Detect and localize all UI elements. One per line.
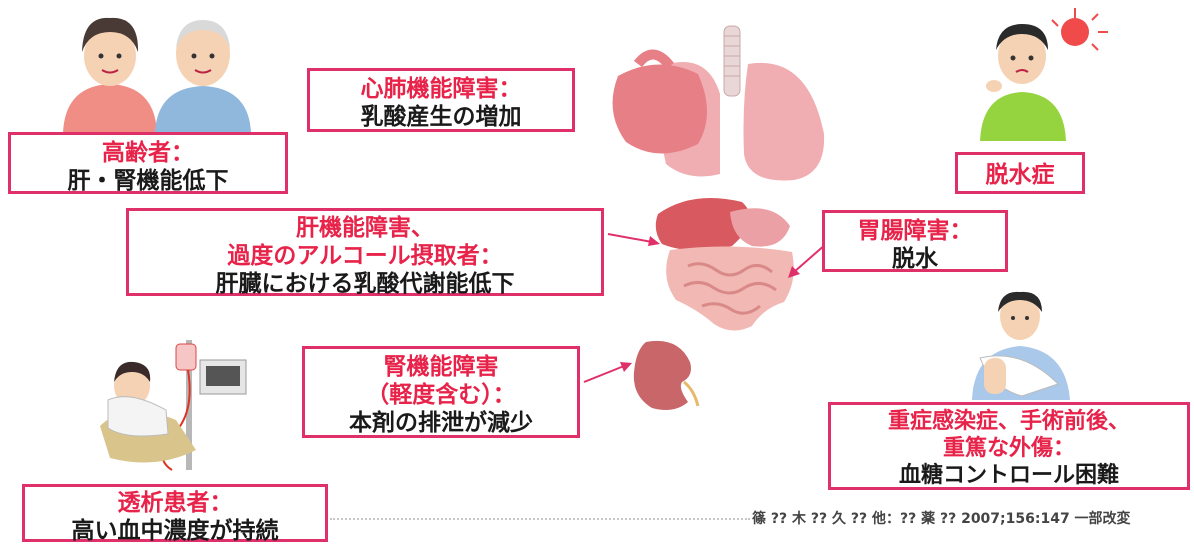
critical-body: 血糖コントロール困難	[898, 462, 1119, 488]
dialysis-title: 透析患者：	[117, 490, 233, 516]
liver-box: 肝機能障害、 過度のアルコール摂取者： 肝臓における乳酸代謝能低下	[126, 208, 604, 298]
kidney-illustration	[633, 340, 700, 410]
elderly-couple-illustration	[63, 17, 251, 133]
source-citation: 篠 ?? 木 ?? 久 ?? 他：?? 薬 ?? 2007;156:147 一部…	[752, 511, 1131, 527]
kidney-box: 腎機能障害 （軽度含む）： 本剤の排泄が減少	[302, 346, 580, 438]
dehydration-title: 脱水症	[985, 162, 1055, 188]
cardio-body: 乳酸産生の増加	[360, 104, 522, 131]
kidney-arrow	[583, 362, 632, 383]
elderly-body: 肝・腎機能低下	[67, 168, 229, 195]
dialysis-body: 高い血中濃度が持続	[71, 518, 279, 545]
dehydration-boy-illustration	[980, 8, 1108, 141]
cardio-title: 心肺機能障害：	[360, 76, 522, 102]
dehydration-box: 脱水症	[955, 152, 1085, 194]
gastro-body: 脱水	[892, 246, 938, 273]
kidney-title-line2: （軽度含む）：	[366, 382, 516, 409]
injured-patient-illustration	[972, 291, 1070, 400]
critical-title-line2: 重篤な外傷：	[942, 435, 1075, 461]
heart-lungs-illustration	[612, 25, 825, 181]
dialysis-patient-illustration	[100, 340, 247, 471]
cardio-box: 心肺機能障害： 乳酸産生の増加	[307, 68, 575, 132]
critical-title-line1: 重症感染症、手術前後、	[887, 409, 1130, 434]
liver-arrow	[607, 233, 660, 246]
elderly-box: 高齢者： 肝・腎機能低下	[8, 132, 288, 194]
kidney-body: 本剤の排泄が減少	[349, 410, 533, 437]
critical-box: 重症感染症、手術前後、 重篤な外傷： 血糖コントロール困難	[828, 402, 1190, 490]
kidney-title-line1: 腎機能障害	[383, 354, 499, 380]
gastro-title: 胃腸障害：	[857, 218, 973, 244]
dialysis-box: 透析患者： 高い血中濃度が持続	[22, 484, 328, 545]
footer-divider	[330, 518, 750, 520]
liver-intestines-illustration	[655, 198, 794, 331]
liver-title-line2: 過度のアルコール摂取者：	[227, 243, 503, 270]
gastro-arrow	[788, 243, 827, 278]
liver-body: 肝臓における乳酸代謝能低下	[215, 271, 515, 298]
liver-title-line1: 肝機能障害、	[296, 215, 434, 241]
gastro-box: 胃腸障害： 脱水	[822, 210, 1008, 272]
elderly-title: 高齢者：	[102, 140, 194, 166]
